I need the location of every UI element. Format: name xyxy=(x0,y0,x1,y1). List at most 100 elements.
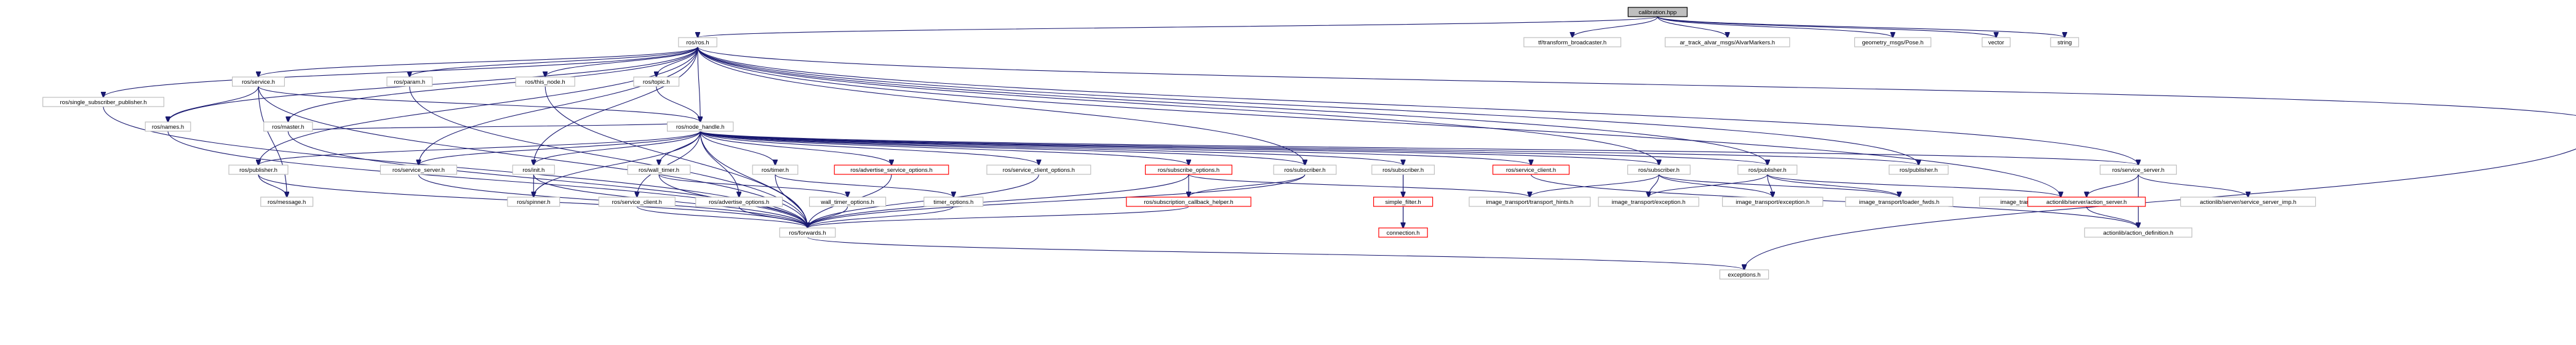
node-label: ros/subscription_callback_helper.h xyxy=(1144,199,1233,206)
node-label: ros/message.h xyxy=(268,199,306,206)
node-init-h[interactable]: ros/init.h xyxy=(512,164,555,175)
node-box xyxy=(507,197,560,207)
node-ar-alvar[interactable]: ar_track_alvar_msgs/AlvarMarkers.h xyxy=(1664,37,1790,47)
node-label: ros/topic.h xyxy=(643,79,670,86)
edge-master-h-to-forwards-h xyxy=(287,131,807,228)
node-box xyxy=(695,197,783,207)
node-box xyxy=(923,197,984,207)
node-label: geometry_msgs/Pose.h xyxy=(1862,39,1924,46)
node-single-sub-pub[interactable]: ros/single_subscriber_publisher.h xyxy=(42,97,165,107)
node-label: ros/names.h xyxy=(152,124,184,131)
node-box xyxy=(678,37,717,47)
node-adv-srv-opts[interactable]: ros/advertise_service_options.h xyxy=(834,164,949,175)
edge-it-publisher-to-it-loader-fwds xyxy=(1767,174,1899,197)
node-vector[interactable]: vector xyxy=(1982,37,2011,47)
node-ros-publisher-r[interactable]: ros/publisher.h xyxy=(1888,164,1949,175)
node-srv-client-opts[interactable]: ros/service_client_options.h xyxy=(986,164,1091,175)
edge-service-server-r-to-al-action-server xyxy=(2087,174,2139,197)
node-label: ros/ros.h xyxy=(687,39,709,46)
node-it-loader-fwds[interactable]: image_transport/loader_fwds.h xyxy=(1845,197,1953,207)
node-sub-opts[interactable]: ros/subscribe_options.h xyxy=(1144,164,1232,175)
edge-ros-h-to-node-handle xyxy=(697,46,700,122)
edge-param-h-to-forwards-h xyxy=(409,86,808,228)
edge-node-handle-to-it-subscriber2 xyxy=(700,131,1659,165)
edge-srv-client-opts-to-forwards-h xyxy=(808,174,1039,228)
edge-ros-h-to-tf-h xyxy=(697,46,2576,116)
node-label: calibration.hpp xyxy=(1638,9,1677,16)
edge-this-node-to-forwards-h xyxy=(544,86,807,228)
node-label: tf/transform_broadcaster.h xyxy=(1538,39,1606,46)
edge-ros-h-to-master-h xyxy=(288,46,698,122)
edge-ros-h-to-service-h xyxy=(258,46,698,77)
node-node-handle[interactable]: ros/node_handle.h xyxy=(666,121,734,132)
node-it-exception2[interactable]: image_transport/exception.h xyxy=(1722,197,1824,207)
node-label: actionlib/server/action_server.h xyxy=(2046,199,2127,206)
node-this-node[interactable]: ros/this_node.h xyxy=(515,76,575,87)
node-wall-timer-h[interactable]: ros/wall_timer.h xyxy=(627,164,691,175)
node-box xyxy=(2180,197,2316,207)
edge-ros-h-to-single-sub-pub xyxy=(103,46,698,97)
node-box xyxy=(42,97,165,107)
node-spinner-h[interactable]: ros/spinner.h xyxy=(507,197,560,207)
node-it-subscriber2[interactable]: ros/subscriber.h xyxy=(1627,164,1691,175)
node-ros-h[interactable]: ros/ros.h xyxy=(678,37,717,47)
node-service-client-h2[interactable]: ros/service_client.h xyxy=(1492,164,1570,175)
node-box xyxy=(1627,164,1691,175)
node-pose[interactable]: geometry_msgs/Pose.h xyxy=(1854,37,1932,47)
node-al-srv-imp[interactable]: actionlib/server/service_server_imp.h xyxy=(2180,197,2316,207)
node-connection-h[interactable]: connection.h xyxy=(1378,227,1428,238)
node-master-h[interactable]: ros/master.h xyxy=(263,121,313,132)
node-label: ros/advertise_options.h xyxy=(709,199,769,206)
node-timer-h[interactable]: ros/timer.h xyxy=(752,164,799,175)
node-tf-bc[interactable]: tf/transform_broadcaster.h xyxy=(1523,37,1622,47)
edge-ros-h-to-service-server-r xyxy=(697,46,2139,165)
node-label: ros/subscriber.h xyxy=(1382,167,1424,174)
node-names-h[interactable]: ros/names.h xyxy=(145,121,191,132)
node-exceptions-h[interactable]: exceptions.h xyxy=(1719,269,1769,280)
node-sub-cb-helper[interactable]: ros/subscription_callback_helper.h xyxy=(1126,197,1251,207)
edge-timer-opts-to-forwards-h xyxy=(808,206,954,228)
node-subscriber-h[interactable]: ros/subscriber.h xyxy=(1273,164,1337,175)
node-wall-timer-opts[interactable]: wall_timer_options.h xyxy=(808,197,887,207)
node-it-transport-hints[interactable]: image_transport/transport_hints.h xyxy=(1469,197,1591,207)
node-forwards-h[interactable]: ros/forwards.h xyxy=(779,227,836,238)
node-publisher-h[interactable]: ros/publisher.h xyxy=(228,164,289,175)
edge-ros-h-to-this-node xyxy=(545,46,698,77)
node-label: ros/wall_timer.h xyxy=(639,167,679,174)
node-service-server-r[interactable]: ros/service_server.h xyxy=(2099,164,2177,175)
edge-calibration-to-pose xyxy=(1657,16,1892,38)
node-timer-opts[interactable]: timer_options.h xyxy=(923,197,984,207)
node-topic-h[interactable]: ros/topic.h xyxy=(633,76,680,87)
node-msg-h[interactable]: ros/message.h xyxy=(260,197,314,207)
edge-calibration-to-string xyxy=(1657,16,2065,38)
edge-node-handle-to-service-server-r xyxy=(700,131,2138,165)
node-box xyxy=(779,227,836,238)
node-label: ros/publisher.h xyxy=(239,167,277,174)
edge-topic-h-to-node-handle xyxy=(656,86,700,122)
node-al-action-server[interactable]: actionlib/server/action_server.h xyxy=(2027,197,2146,207)
node-simple-filter[interactable]: simple_filter.h xyxy=(1373,197,1434,207)
node-it-exception[interactable]: image_transport/exception.h xyxy=(1598,197,1699,207)
edge-node-handle-to-init-h xyxy=(533,131,701,165)
node-service-client-h[interactable]: ros/service_client.h xyxy=(598,197,676,207)
node-service-h[interactable]: ros/service.h xyxy=(232,76,285,87)
edge-service-client-h-to-forwards-h xyxy=(636,206,807,228)
node-box xyxy=(232,76,285,87)
node-service-server-h[interactable]: ros/service_server.h xyxy=(380,164,458,175)
edge-node-handle-to-service-client-h2 xyxy=(700,131,1531,165)
node-it-subscriber[interactable]: ros/subscriber.h xyxy=(1371,164,1435,175)
node-adv-opts[interactable]: ros/advertise_options.h xyxy=(695,197,783,207)
edge-it-subscriber2-to-it-loader-fwds xyxy=(1658,174,1899,197)
node-param-h[interactable]: ros/param.h xyxy=(386,76,433,87)
edge-wall-timer-h-to-wall-timer-opts xyxy=(658,174,848,197)
node-calibration[interactable]: calibration.hpp xyxy=(1627,7,1688,17)
node-string[interactable]: string xyxy=(2050,37,2080,47)
edge-sub-cb-helper-to-forwards-h xyxy=(808,206,1189,228)
edge-names-h-to-forwards-h xyxy=(167,131,808,228)
edge-ros-h-to-service-server-h xyxy=(418,46,698,165)
node-al-action-def[interactable]: actionlib/action_definition.h xyxy=(2084,227,2193,238)
node-box xyxy=(1845,197,1953,207)
node-label: ros/subscribe_options.h xyxy=(1158,167,1219,174)
edge-ros-h-to-ros-publisher-r xyxy=(697,46,1919,165)
node-it-publisher[interactable]: ros/publisher.h xyxy=(1737,164,1798,175)
